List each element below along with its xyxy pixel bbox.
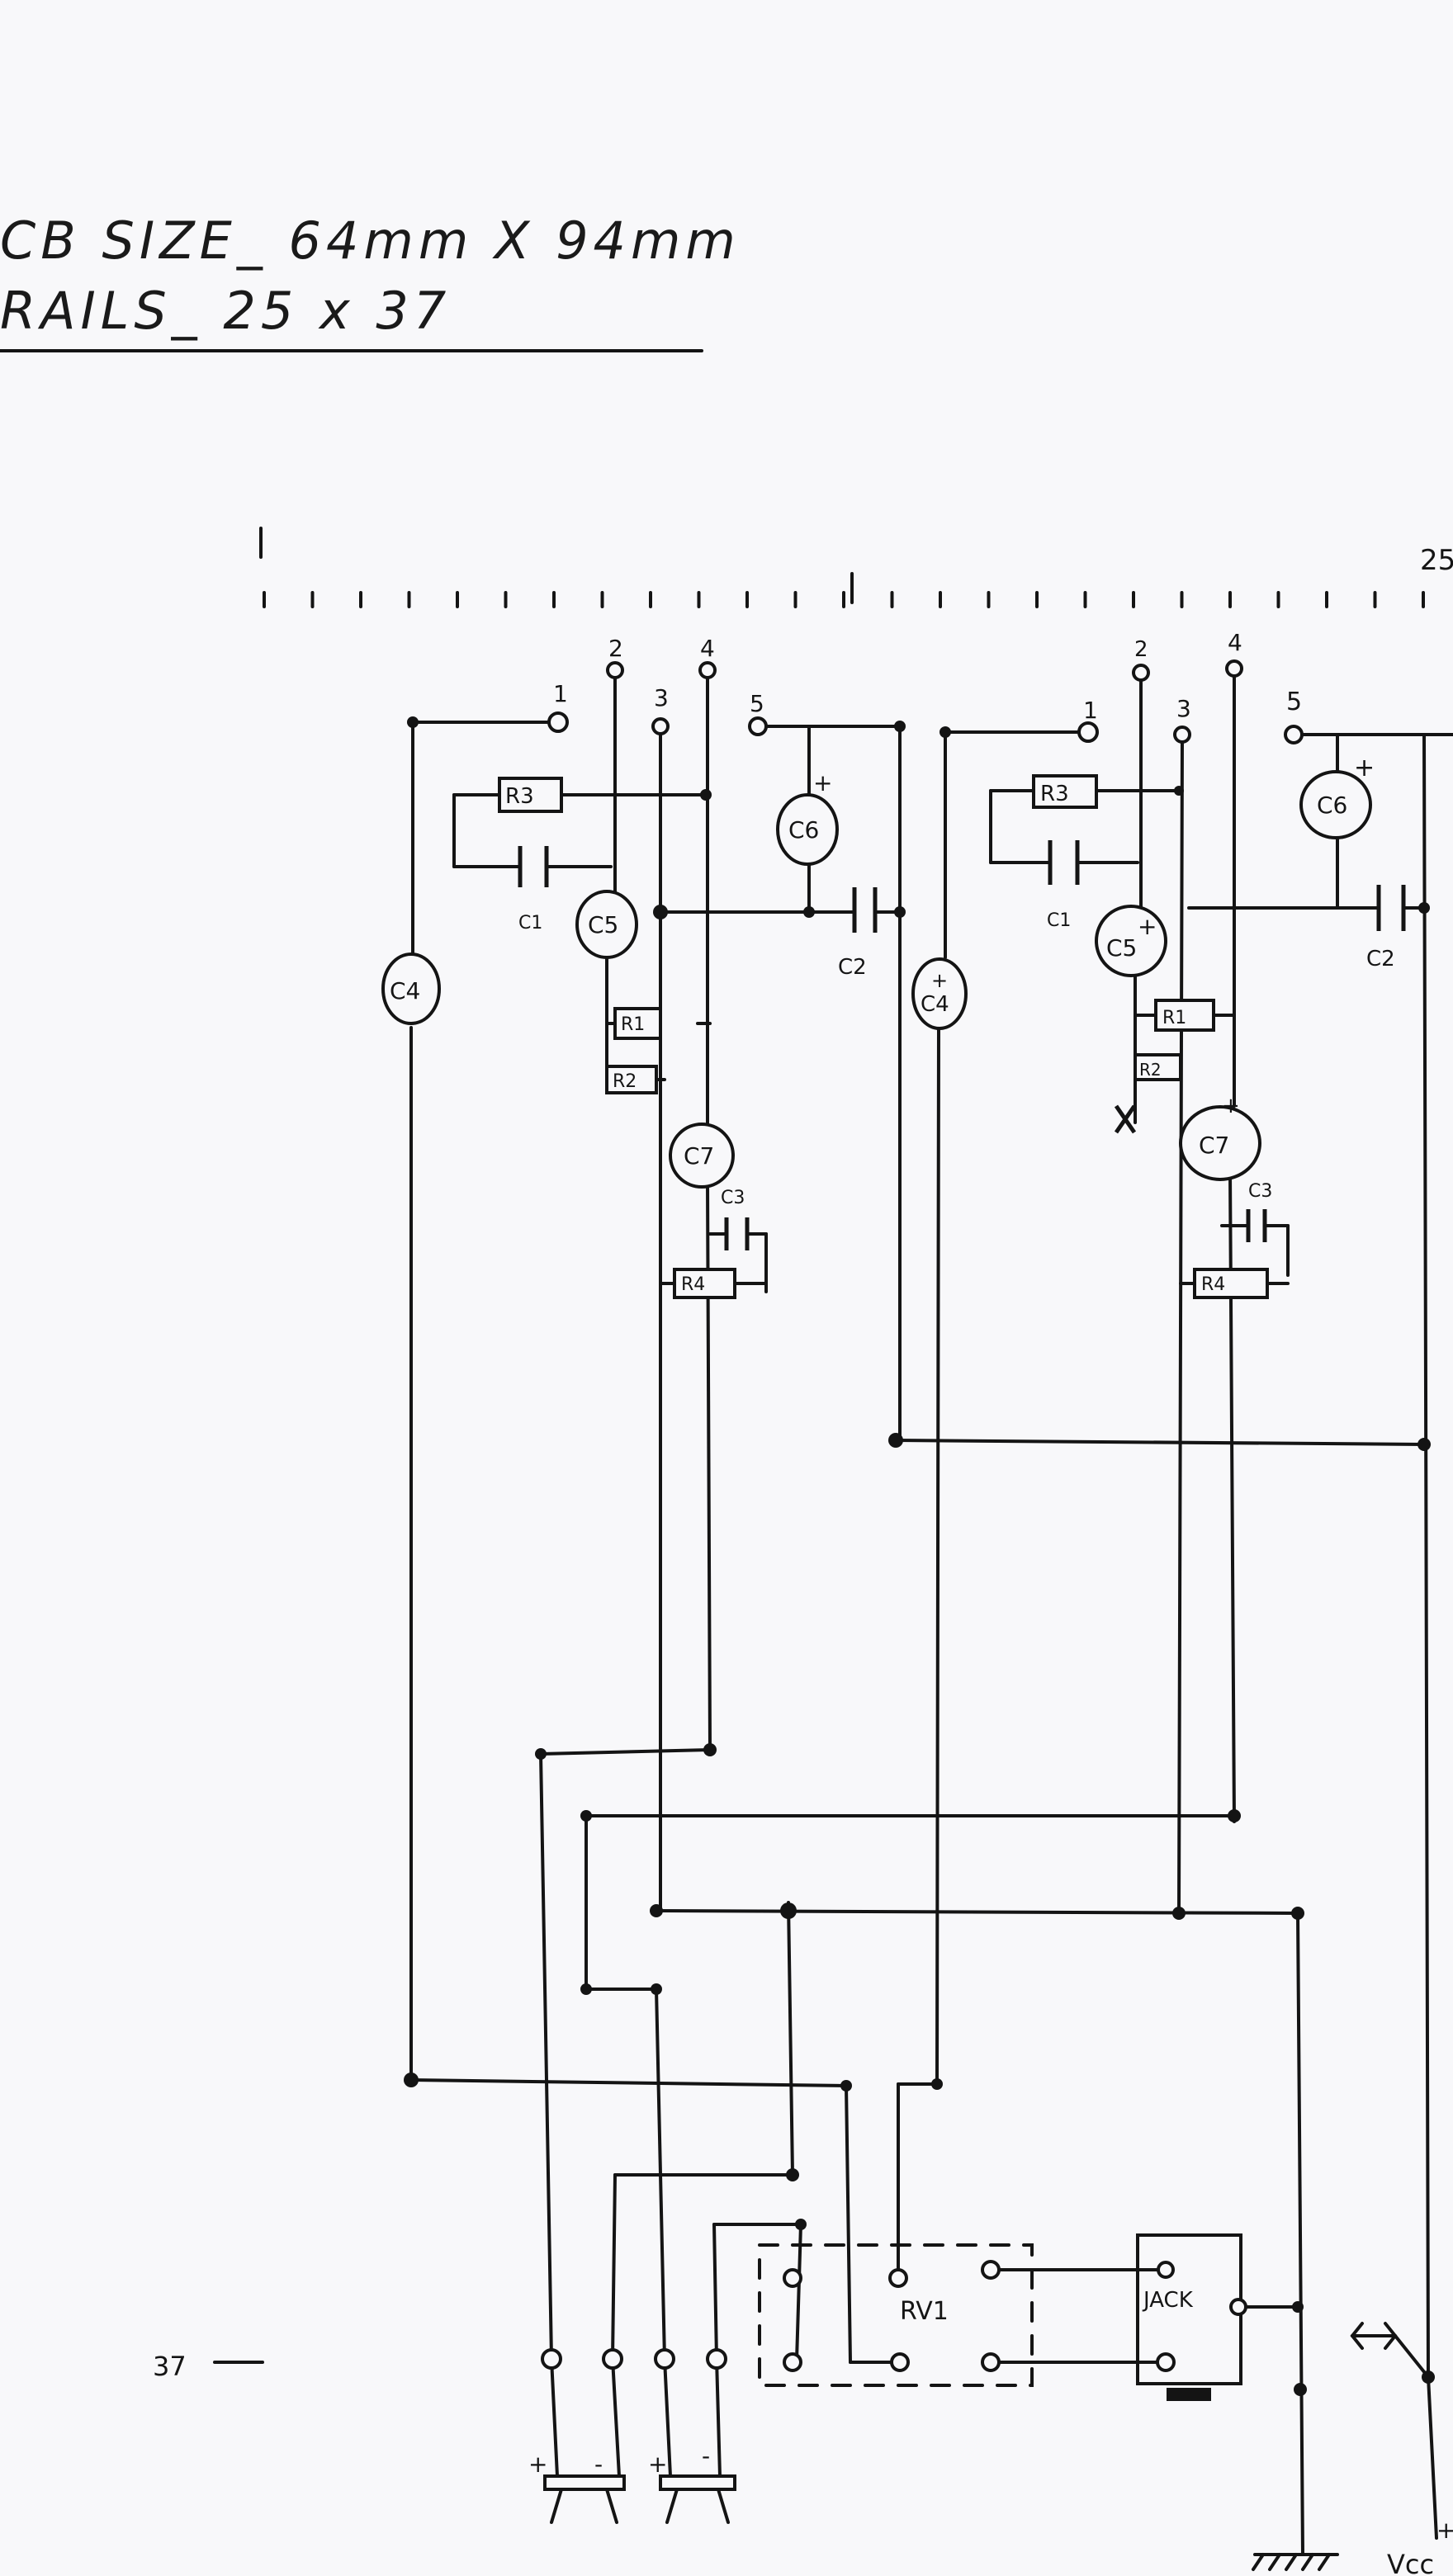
batt-right-plus: +	[648, 2451, 667, 2478]
right-c4-label: C4	[921, 992, 949, 1017]
ruler-ticks	[263, 591, 1425, 608]
right-c1-label: C1	[1047, 910, 1071, 931]
right-r3-label: R3	[1040, 782, 1069, 806]
right-c4	[911, 957, 968, 1030]
left-r3	[498, 777, 563, 813]
right-c2-label: C2	[1366, 947, 1395, 971]
left-c6	[776, 793, 839, 866]
right-r2	[1134, 1053, 1182, 1081]
right-c6	[1299, 770, 1372, 839]
left-r1-label: R1	[621, 1014, 645, 1035]
pcb-size-label: CB SIZE_ 64mm X 94mm	[0, 210, 741, 271]
left-r4-label: R4	[681, 1274, 705, 1295]
right-pin-2: 2	[1134, 637, 1148, 662]
right-pin-3: 3	[1176, 695, 1191, 722]
left-pin-2: 2	[608, 635, 623, 662]
right-c5-pol: +	[1138, 913, 1157, 940]
left-c2-label: C2	[838, 955, 867, 980]
battery-right	[659, 2474, 736, 2491]
right-r4	[1193, 1268, 1269, 1299]
right-r4-label: R4	[1201, 1274, 1225, 1295]
right-pin-5: 5	[1286, 688, 1302, 716]
right-c6-pol: +	[1354, 754, 1375, 782]
right-pin-4: 4	[1228, 629, 1242, 656]
vcc-pol: +	[1436, 2517, 1453, 2544]
left-r2-label: R2	[613, 1071, 637, 1092]
left-channel-wiring	[409, 667, 1426, 2082]
jack-label: JACK	[1142, 2288, 1194, 2313]
batt-left-minus: -	[594, 2451, 603, 2478]
rails-label: RAILS_ 25 x 37	[0, 281, 452, 341]
right-c7-label: C7	[1199, 1132, 1229, 1159]
left-c7	[669, 1123, 735, 1189]
jack-tab	[1167, 2388, 1211, 2401]
left-pin-4: 4	[700, 635, 715, 662]
left-c5	[575, 890, 638, 959]
left-pin-1: 1	[553, 680, 568, 707]
left-c7-label: C7	[684, 1142, 714, 1170]
ruler-end-label: 25	[1420, 544, 1453, 577]
left-pin-3: 3	[654, 684, 669, 711]
right-c5	[1095, 905, 1167, 977]
left-c6-label: C6	[788, 816, 819, 844]
left-c4-label: C4	[390, 977, 420, 1004]
right-c7-pol: +	[1222, 1094, 1240, 1118]
batt-right-minus: -	[702, 2442, 710, 2470]
ground-hatch	[1252, 2553, 1331, 2571]
vcc-switch-arm	[1394, 2334, 1430, 2379]
left-r1	[613, 1007, 662, 1040]
right-channel-wiring	[935, 669, 1453, 2379]
left-r3-label: R3	[505, 784, 534, 809]
right-r1	[1154, 999, 1215, 1032]
right-c5-label: C5	[1106, 934, 1137, 962]
row-37-label: 37	[153, 2351, 187, 2382]
left-c4	[381, 952, 441, 1025]
right-c7	[1179, 1105, 1261, 1181]
right-c3-label: C3	[1248, 1181, 1272, 1202]
battery-left	[543, 2474, 626, 2491]
right-c4-pol: +	[931, 969, 948, 992]
bottom-wiring	[409, 1748, 1438, 2556]
left-c6-pol: +	[813, 769, 832, 796]
right-r1-label: R1	[1162, 1008, 1186, 1028]
left-c3-label: C3	[721, 1188, 745, 1208]
right-r3	[1032, 774, 1098, 809]
left-c5-label: C5	[588, 911, 618, 938]
left-r2	[605, 1065, 658, 1094]
switch-arrow-heads	[1350, 2322, 1398, 2350]
rv1-outline	[758, 2243, 1034, 2387]
vcc-label: Vcc	[1387, 2549, 1434, 2576]
left-pin-5: 5	[750, 690, 764, 717]
batt-left-plus: +	[528, 2451, 547, 2478]
right-r2-label: R2	[1139, 1060, 1162, 1080]
right-c6-label: C6	[1317, 792, 1347, 819]
right-pin-1: 1	[1083, 697, 1098, 724]
left-c1-label: C1	[518, 913, 542, 934]
left-r4	[673, 1268, 736, 1299]
rv1-label: RV1	[900, 2297, 949, 2326]
